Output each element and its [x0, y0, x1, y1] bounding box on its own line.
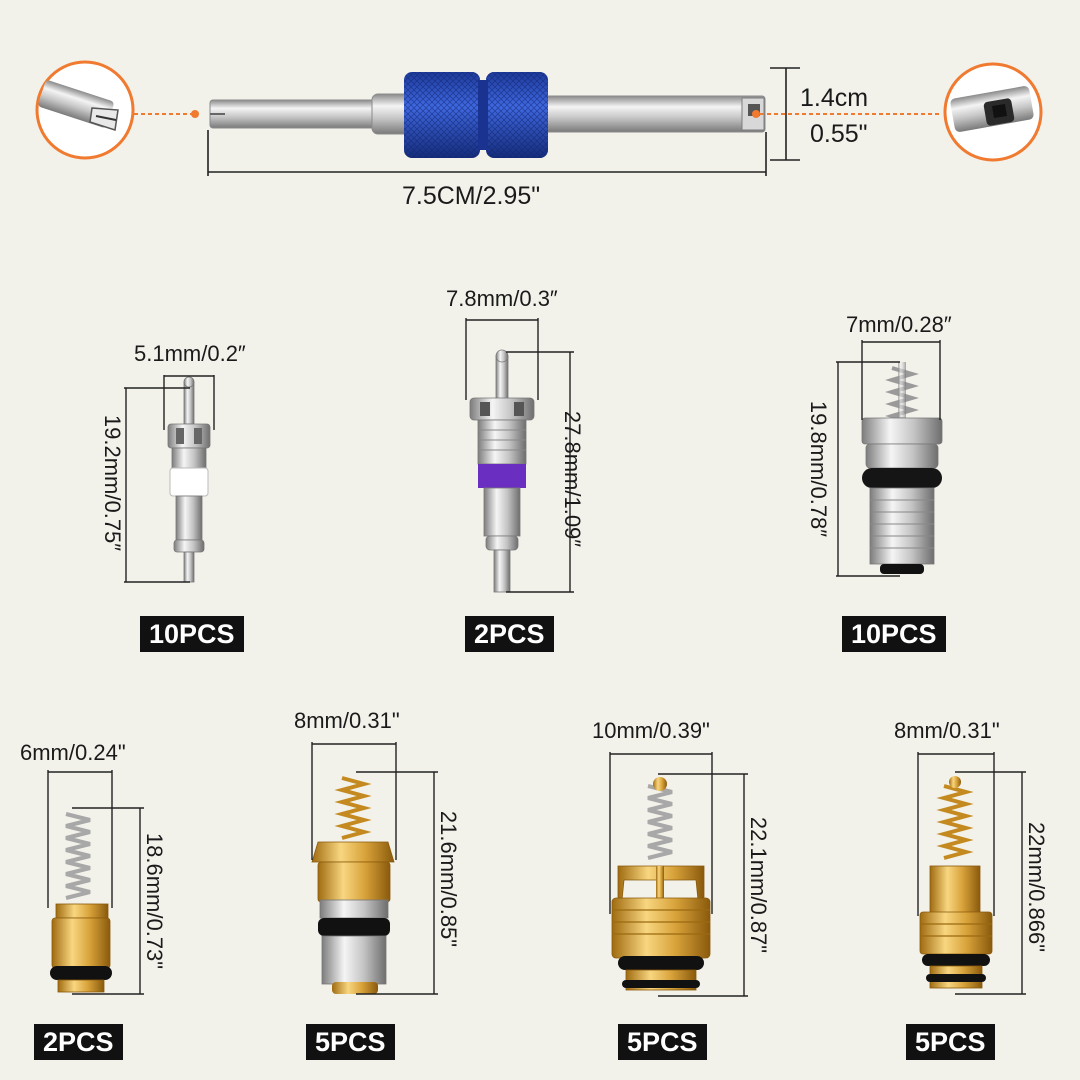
valve-core-tool	[35, 60, 1043, 176]
tool-handle	[404, 72, 548, 158]
valve-core-2	[465, 318, 574, 593]
core-5-qty-badge: 5PCS	[306, 1024, 395, 1060]
core-5-height-label: 21.6mm/0.85"	[436, 810, 461, 948]
valve-core-3	[836, 340, 943, 577]
valve-core-7	[917, 752, 1026, 995]
core-7-height-label: 22mm/0.866"	[1024, 821, 1049, 953]
core-3-width-label: 7mm/0.28″	[846, 312, 952, 337]
tool-width-label-cm: 1.4cm	[800, 84, 869, 112]
core-6-height-label: 22.1mm/0.87"	[746, 816, 771, 954]
core-3-height-label: 19.8mm/0.78″	[806, 400, 831, 538]
core-2-qty-badge: 2PCS	[465, 616, 554, 652]
valve-core-1	[124, 375, 215, 583]
core-2-height-label: 27.8mm/1.09″	[560, 410, 585, 548]
core-7-qty-badge: 5PCS	[906, 1024, 995, 1060]
core-7-width-label: 8mm/0.31"	[894, 718, 1000, 743]
core-6-width-label: 10mm/0.39"	[592, 718, 710, 743]
core-1-width-label: 5.1mm/0.2″	[134, 341, 246, 366]
core-4-width-label: 6mm/0.24"	[20, 740, 126, 765]
core-6-qty-badge: 5PCS	[618, 1024, 707, 1060]
core-5-width-label: 8mm/0.31"	[294, 708, 400, 733]
tool-tip-socket-icon	[943, 62, 1043, 162]
valve-core-4	[47, 770, 144, 995]
tool-length-label: 7.5CM/2.95"	[402, 182, 541, 210]
core-4-qty-badge: 2PCS	[34, 1024, 123, 1060]
tool-width-dimension	[770, 67, 800, 161]
tool-length-dimension	[207, 130, 767, 176]
tool-width-label-in: 0.55"	[810, 120, 868, 148]
core-3-qty-badge: 10PCS	[842, 616, 946, 652]
valve-core-5	[311, 742, 438, 995]
core-1-qty-badge: 10PCS	[140, 616, 244, 652]
core-4-height-label: 18.6mm/0.73"	[142, 832, 167, 970]
valve-core-6	[609, 752, 748, 997]
core-2-width-label: 7.8mm/0.3″	[446, 286, 558, 311]
core-1-height-label: 19.2mm/0.75″	[100, 414, 125, 552]
tool-tip-slotted-icon	[35, 60, 135, 160]
